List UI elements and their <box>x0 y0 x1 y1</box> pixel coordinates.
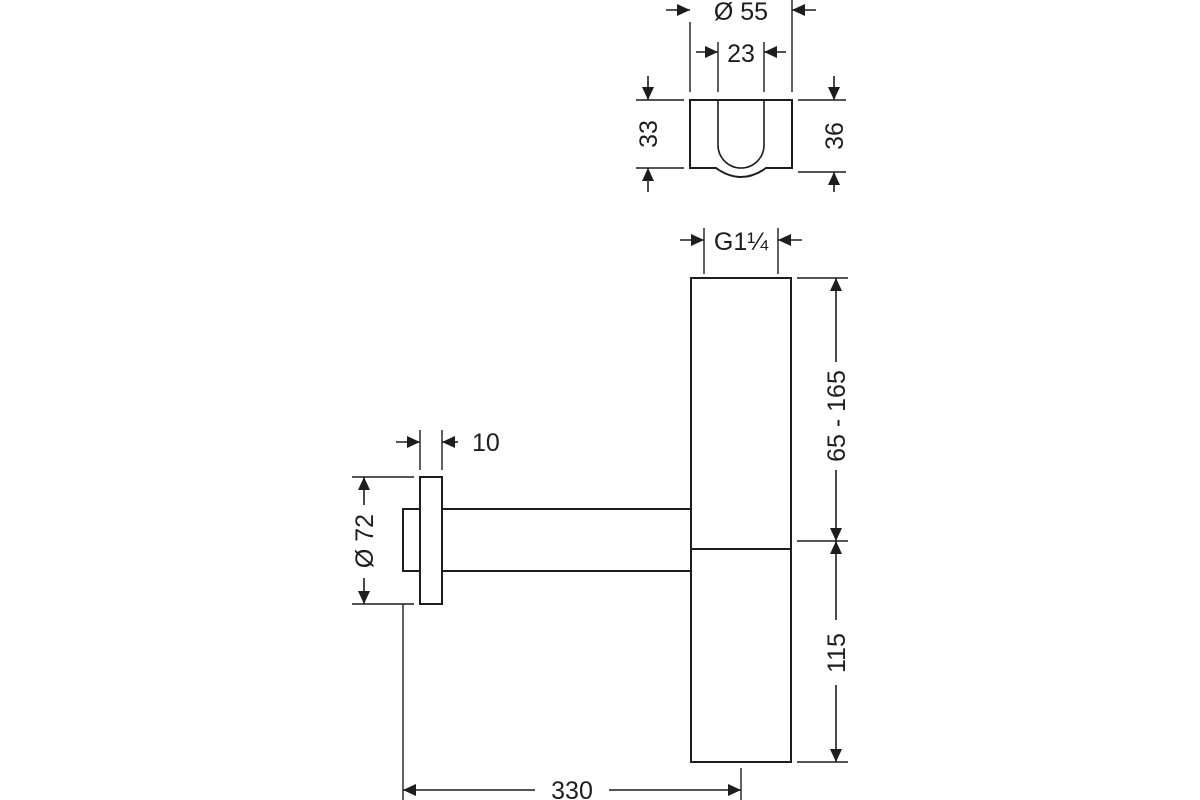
upper-body <box>690 277 792 551</box>
arrow-left <box>778 234 791 246</box>
dimension-slot-width: 23 <box>696 40 786 92</box>
dimension-label-flange-diameter: Ø 72 <box>351 514 379 568</box>
dimension-label-slot-width: 23 <box>727 40 755 68</box>
lower-body <box>690 548 792 763</box>
dimension-overall-projection: 330 <box>402 604 742 800</box>
arrow-left <box>403 784 416 796</box>
arrow-right <box>705 46 718 58</box>
arrow-right <box>407 436 420 448</box>
top-view-slot <box>717 100 765 169</box>
dimension-label-top-height-left: 33 <box>635 120 663 148</box>
horizontal-pipe <box>441 508 695 572</box>
top-view <box>689 99 793 178</box>
arrow-down <box>358 591 370 604</box>
arrow-left <box>764 46 777 58</box>
dimension-thread: G1¼ <box>680 228 802 274</box>
arrow-down <box>642 87 654 100</box>
dimension-flange-diameter: Ø 72 <box>351 476 414 605</box>
arrow-up <box>642 168 654 181</box>
arrow-left <box>792 4 805 16</box>
dimension-label-top-diameter: Ø 55 <box>714 0 768 26</box>
dimension-label-upper-height: 65 - 165 <box>823 370 851 462</box>
dimension-lower-height: 115 <box>797 541 851 763</box>
arrow-right <box>691 234 704 246</box>
dimension-label-top-height-right: 36 <box>821 122 849 150</box>
arrow-right <box>728 784 741 796</box>
arrow-right <box>677 4 690 16</box>
dimension-label-flange-thickness: 10 <box>472 429 500 457</box>
wall-flange <box>419 476 443 605</box>
dimension-top-diameter: Ø 55 <box>666 0 816 92</box>
arrow-up <box>828 172 840 185</box>
arrow-down <box>830 749 842 762</box>
dimension-top-height-right: 36 <box>798 76 849 192</box>
arrow-up <box>358 477 370 490</box>
dimension-label-thread: G1¼ <box>714 228 769 256</box>
arrow-up <box>830 278 842 291</box>
arrow-down <box>828 87 840 100</box>
arrow-left <box>442 436 455 448</box>
dimension-label-overall-projection: 330 <box>551 777 593 800</box>
arrow-up <box>830 541 842 554</box>
side-view <box>402 277 792 763</box>
arrow-down <box>830 528 842 541</box>
dimension-upper-height: 65 - 165 <box>797 277 851 542</box>
dimension-label-lower-height: 115 <box>823 633 851 673</box>
top-view-outline <box>689 99 793 178</box>
dimension-top-height-left: 33 <box>635 76 684 192</box>
dimension-flange-thickness: 10 <box>396 429 500 470</box>
